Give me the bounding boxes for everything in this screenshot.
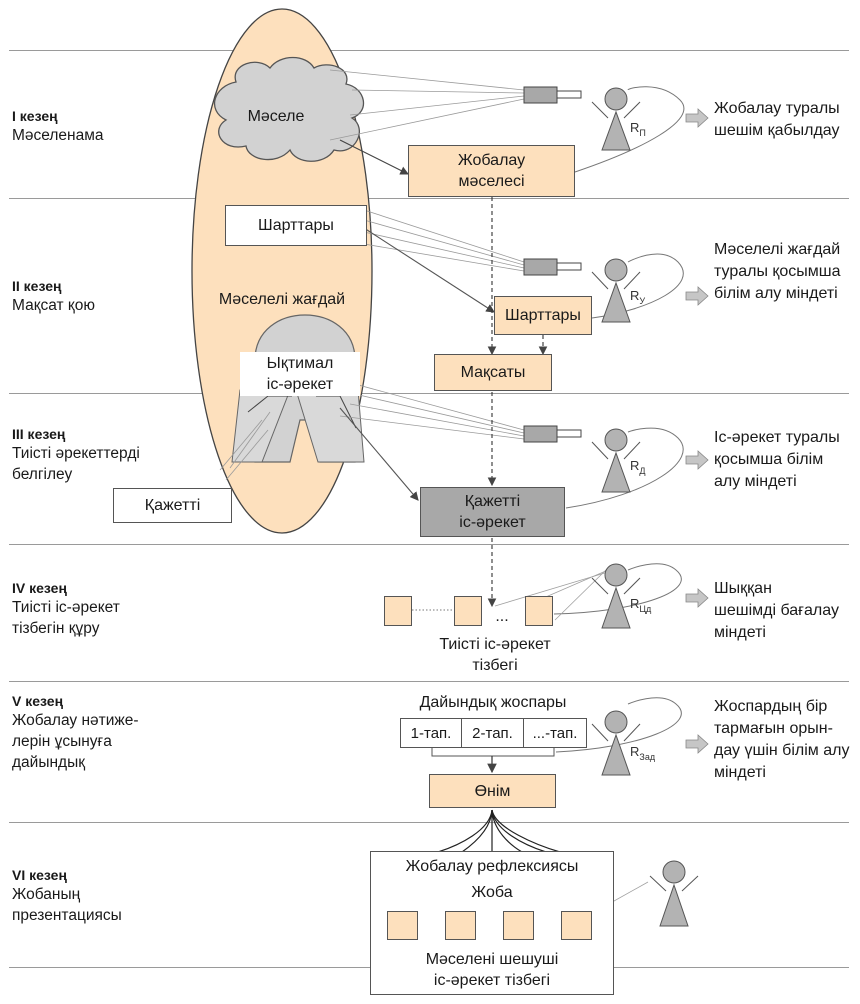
stage-title: V кезең (12, 693, 64, 709)
goals-box: Мақсаты (434, 354, 552, 391)
figure-label-d: RД (630, 458, 646, 476)
conditions-white-box: Шарттары (225, 205, 367, 246)
problem-label: Мәселе (247, 108, 305, 125)
chain-square (525, 596, 553, 626)
stage-title: VI кезең (12, 867, 67, 883)
stage-title: I кезең (12, 108, 58, 124)
figure-label-u: RУ (630, 288, 645, 306)
problem-situation-label: Мәселелі жағдай (218, 291, 346, 308)
stage-4: IV кезең Тиісті іс-әрекет тізбегін құру (12, 580, 120, 639)
stage-title: II кезең (12, 278, 62, 294)
problem-cloud (214, 56, 364, 162)
stage-subtitle: Мәселенама (12, 127, 104, 144)
stage-5: V кезең Жобалау нәтиже- лерін ұсынуға да… (12, 693, 139, 773)
reflection-label: Жобалау рефлексиясы (405, 858, 579, 875)
stage-divider (9, 198, 849, 199)
plan-step: ...-тап. (523, 718, 587, 748)
project-chain-square (387, 911, 418, 940)
stage-subtitle: Тиісті іс-әрекет тізбегін құру (12, 599, 120, 637)
project-chain-square (445, 911, 476, 940)
fan-lines (219, 69, 525, 481)
chain-ellipsis: ... (495, 608, 509, 625)
necessary-white-box: Қажетті (113, 488, 232, 523)
figure-label-p: RП (630, 120, 646, 138)
possible-action-label: Ықтимал іс-әрекет (240, 352, 360, 396)
plan-step: 2-тап. (461, 718, 524, 748)
stage-subtitle: Жобаның презентациясы (12, 886, 122, 924)
stage-divider (9, 822, 849, 823)
plan-step: 1-тап. (400, 718, 462, 748)
stage-title: III кезең (12, 426, 66, 442)
product-fan (437, 809, 561, 853)
task-2: Мәселелі жағдай туралы қосымша білім алу… (714, 241, 841, 302)
stage-title: IV кезең (12, 580, 67, 596)
chain-square (384, 596, 412, 626)
emitters (523, 86, 582, 443)
chain-caption: Тиісті іс-әрекет тізбегі (439, 636, 551, 674)
task-arrows (685, 108, 709, 754)
chain-square (454, 596, 482, 626)
stage-divider (9, 50, 849, 51)
stage-6: VI кезең Жобаның презентациясы (12, 867, 122, 926)
project-chain-square (503, 911, 534, 940)
stage-subtitle: Мақсат қою (12, 297, 95, 314)
person-figures (591, 87, 699, 927)
stage-2: II кезең Мақсат қою (12, 278, 95, 316)
figure-labels: RП RУ RД RЦд RЗад (630, 120, 656, 762)
task-3: Іс-әрекет туралы қосымша білім алу мінде… (714, 429, 840, 490)
stage-subtitle: Жобалау нәтиже- лерін ұсынуға дайындық (12, 712, 139, 771)
necessary-action-box: Қажетті іс-әрекет (420, 487, 565, 537)
project-label: Жоба (471, 884, 513, 901)
stage-1: I кезең Мәселенама (12, 108, 104, 146)
conditions-box: Шарттары (494, 296, 592, 335)
stage-divider (9, 393, 849, 394)
solution-chain-label: Мәселені шешуші іс-әрекет тізбегі (425, 951, 559, 989)
task-1: Жобалау туралы шешім қабылдау (714, 100, 840, 139)
design-problem-box: Жобалау мәселесі (408, 145, 575, 197)
task-5: Жоспардың бір тармағын орын- дау үшін бі… (714, 698, 850, 781)
figure-label-cd: RЦд (630, 596, 652, 614)
stage-3: III кезең Тиісті әрекеттерді белгілеу (12, 426, 140, 485)
stage-divider (9, 544, 849, 545)
stage-divider (9, 681, 849, 682)
stage-subtitle: Тиісті әрекеттерді белгілеу (12, 445, 140, 483)
project-chain-square (561, 911, 592, 940)
task-4: Шыққан шешімді бағалау міндеті (714, 580, 839, 641)
plan-title: Дайындық жоспары (419, 694, 567, 711)
product-box: Өнім (429, 774, 556, 808)
figure-label-zad: RЗад (630, 744, 656, 762)
